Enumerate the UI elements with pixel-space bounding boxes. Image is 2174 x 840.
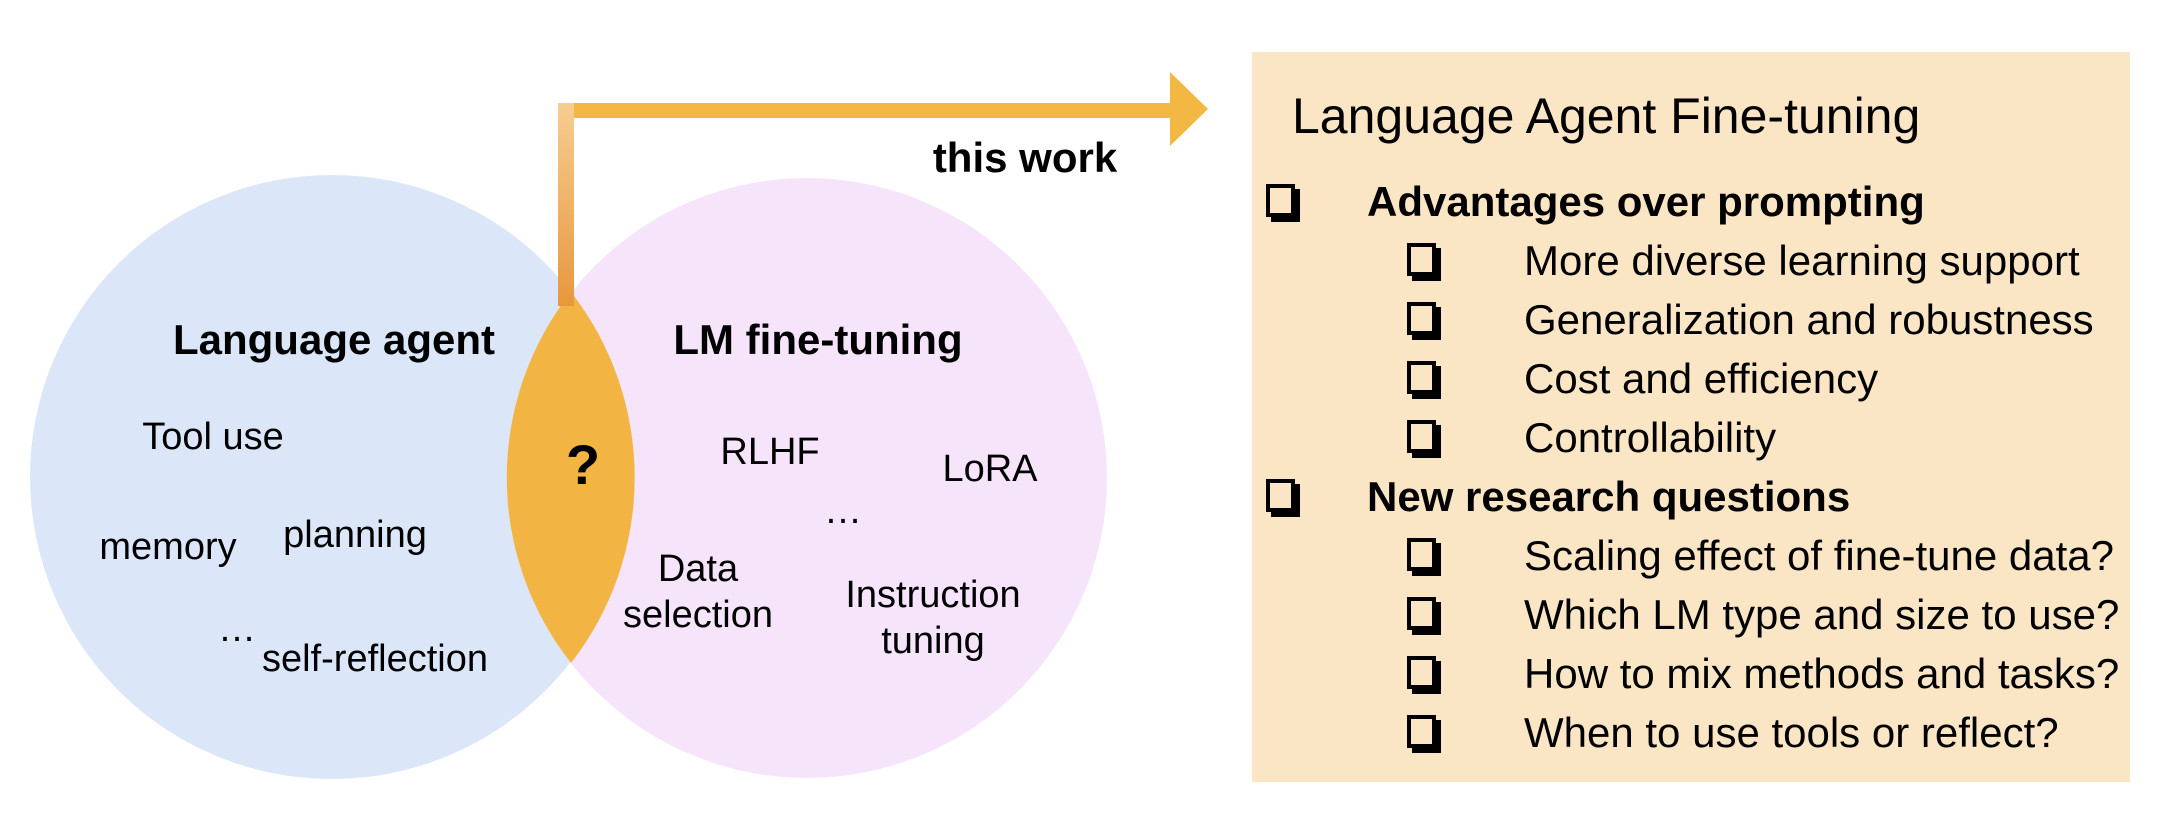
intersection-question-mark: ? xyxy=(565,432,601,496)
right-circle-title: LM fine-tuning xyxy=(673,315,963,363)
list-item-label: How to mix methods and tasks? xyxy=(1524,650,2120,697)
checkbox-bullet-icon xyxy=(1407,596,1436,630)
checkbox-bullet-icon xyxy=(1407,714,1436,748)
left-circle-title: Language agent xyxy=(172,315,496,363)
checkbox-bullet-icon xyxy=(1266,478,1295,512)
list-item-label: When to use tools or reflect? xyxy=(1524,709,2059,756)
list-item: Cost and efficiency xyxy=(1252,349,2130,408)
venn-left-item-ellipsis: … xyxy=(218,608,256,651)
venn-left-item-planning: planning xyxy=(283,514,427,557)
list-item-label: Generalization and robustness xyxy=(1524,296,2094,343)
summary-panel: Language Agent Fine-tuning Advantages ov… xyxy=(1252,52,2130,782)
list-item: Which LM type and size to use? xyxy=(1252,585,2130,644)
venn-left-item-self-reflection: self-reflection xyxy=(262,638,488,681)
checkbox-bullet-icon xyxy=(1407,419,1436,453)
checkbox-bullet-icon xyxy=(1407,537,1436,571)
list-item: Generalization and robustness xyxy=(1252,290,2130,349)
checkbox-bullet-icon xyxy=(1407,242,1436,276)
venn-right-item-rlhf: RLHF xyxy=(720,431,820,474)
section-heading-row-questions: New research questions xyxy=(1252,467,2130,526)
arrow-horizontal-bar xyxy=(558,103,1170,118)
venn-left-item-tool-use: Tool use xyxy=(142,416,284,459)
venn-right-item-instruction-tuning: Instruction tuning xyxy=(845,574,1021,662)
list-item: More diverse learning support xyxy=(1252,231,2130,290)
venn-right-item-data-selection: Data selection xyxy=(623,548,773,636)
checkbox-bullet-icon xyxy=(1266,183,1295,217)
section-heading: Advantages over prompting xyxy=(1367,178,1925,225)
checkbox-bullet-icon xyxy=(1407,360,1436,394)
intersection-lens xyxy=(506,292,635,663)
venn-right-item-ellipsis: … xyxy=(824,490,862,533)
this-work-label: this work xyxy=(932,133,1118,181)
list-item: How to mix methods and tasks? xyxy=(1252,644,2130,703)
venn-left-item-memory: memory xyxy=(99,526,237,569)
checkbox-bullet-icon xyxy=(1407,655,1436,689)
checkbox-bullet-icon xyxy=(1407,301,1436,335)
venn-right-item-lora: LoRA xyxy=(942,448,1038,491)
panel-title: Language Agent Fine-tuning xyxy=(1292,88,1921,144)
list-item-label: Which LM type and size to use? xyxy=(1524,591,2120,638)
list-item-label: Controllability xyxy=(1524,414,1777,461)
right-circle xyxy=(507,178,1107,778)
list-item: Controllability xyxy=(1252,408,2130,467)
list-item-label: Cost and efficiency xyxy=(1524,355,1879,402)
list-item-label: Scaling effect of fine-tune data? xyxy=(1524,532,2114,579)
list-item: Scaling effect of fine-tune data? xyxy=(1252,526,2130,585)
arrow-vertical-bar xyxy=(558,103,574,306)
panel-bullet-list: Advantages over prompting More diverse l… xyxy=(1252,172,2130,762)
section-heading: New research questions xyxy=(1367,473,1851,520)
section-heading-row-advantages: Advantages over prompting xyxy=(1252,172,2130,231)
left-circle xyxy=(30,175,634,779)
list-item-label: More diverse learning support xyxy=(1524,237,2080,284)
list-item: When to use tools or reflect? xyxy=(1252,703,2130,762)
arrow-head-icon xyxy=(1170,72,1208,146)
